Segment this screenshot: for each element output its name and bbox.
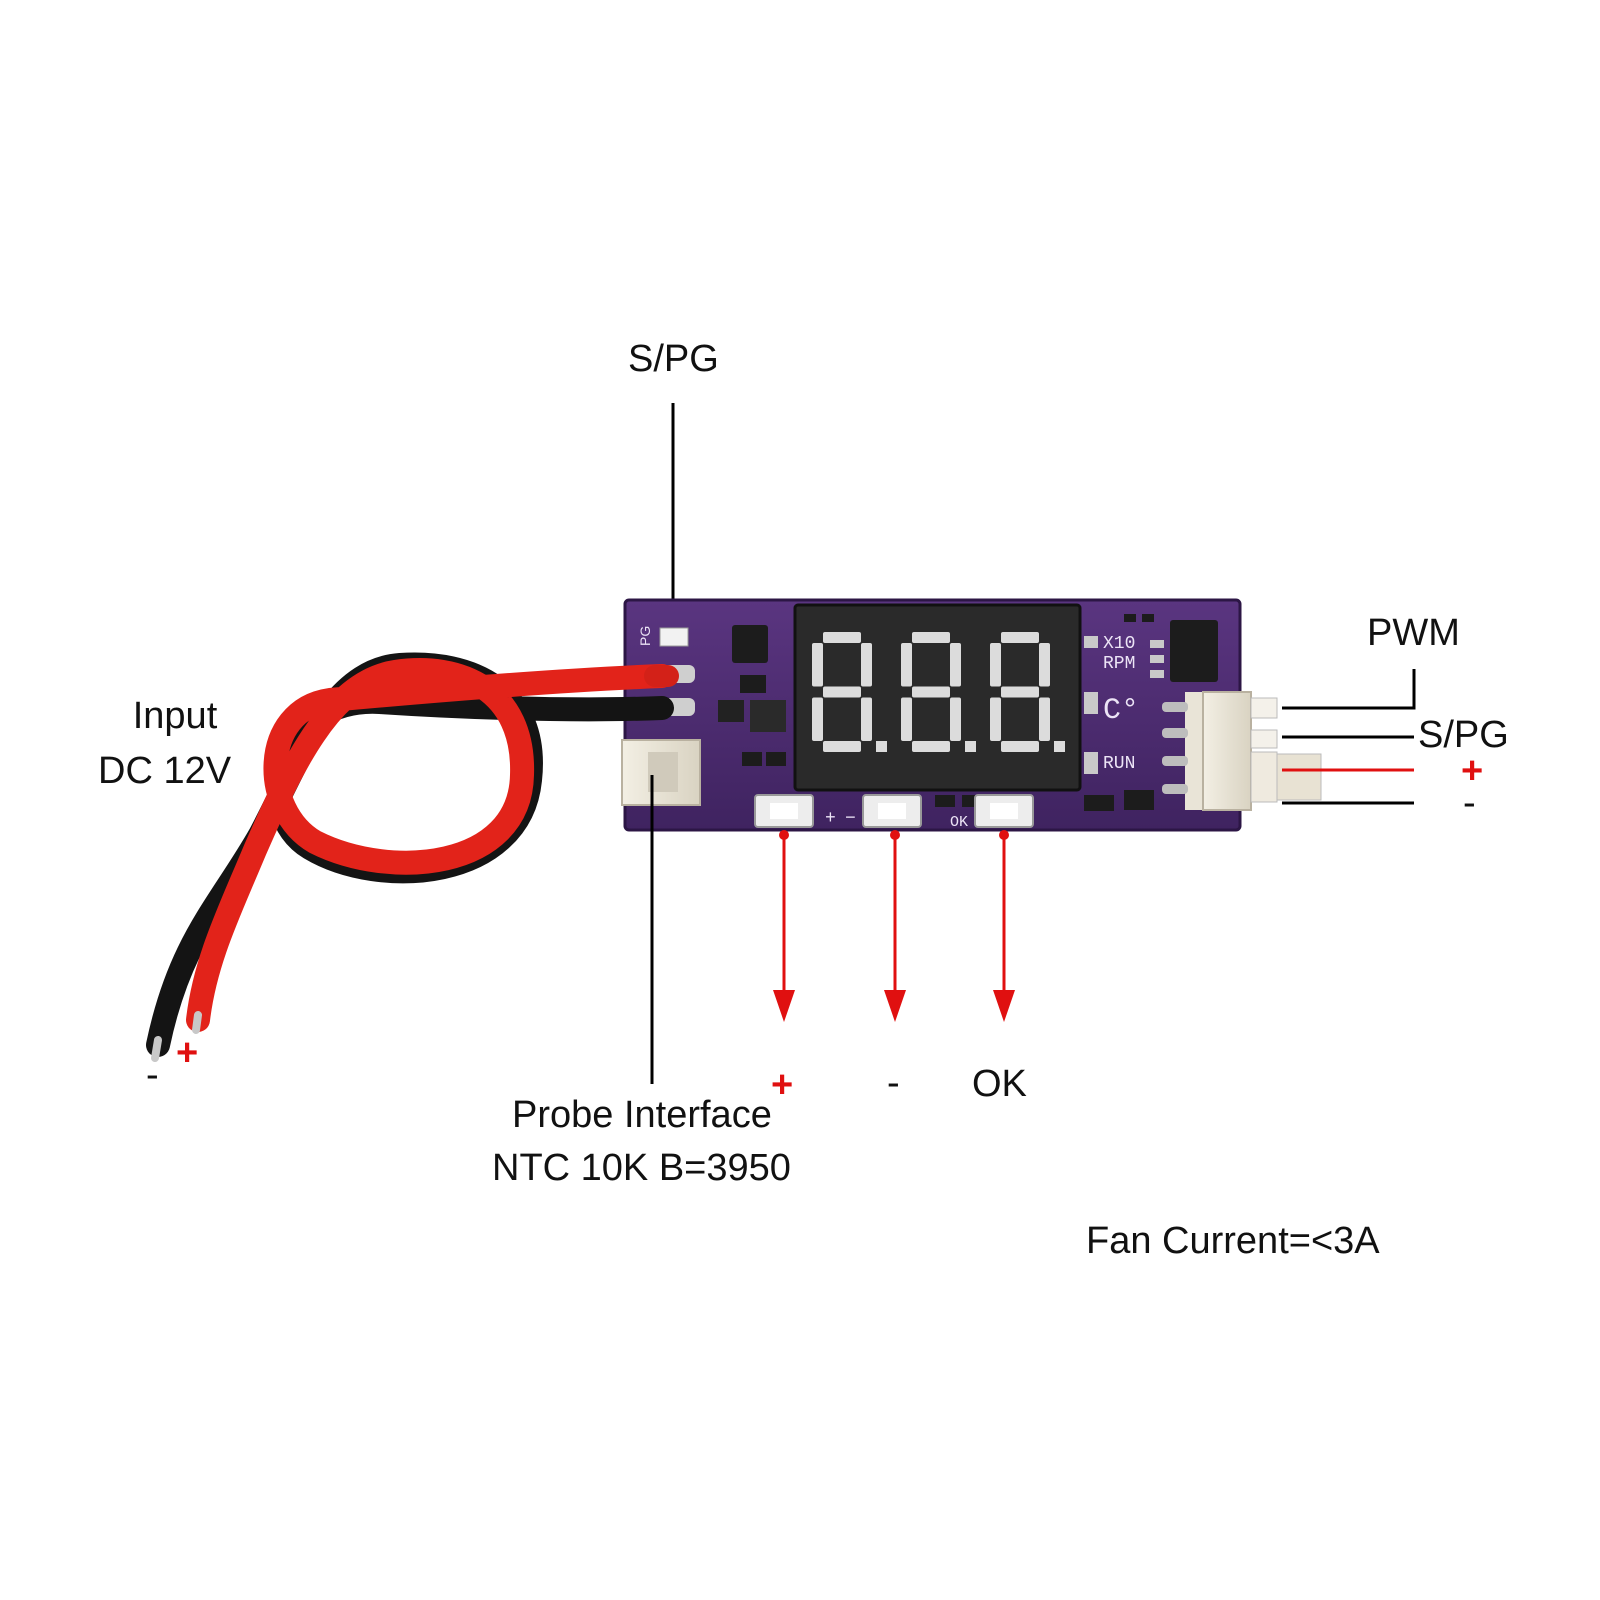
- display-digit: [812, 632, 887, 752]
- display-segment: [812, 697, 823, 741]
- display-segment: [950, 643, 961, 687]
- label-spg-right: S/PG: [1418, 714, 1509, 756]
- display-decimal-point: [965, 741, 976, 752]
- display-segment: [950, 697, 961, 741]
- display-segment: [1039, 643, 1050, 687]
- pwm-leader: [1282, 669, 1416, 710]
- display-segment: [823, 741, 861, 752]
- button-arrows: [773, 830, 1015, 1022]
- display-segment: [823, 686, 861, 698]
- display-digits: [812, 632, 1065, 752]
- label-fan-minus: -: [1463, 782, 1476, 824]
- fan-connector: [1162, 691, 1322, 811]
- display-segment: [912, 632, 950, 643]
- label-button-minus: -: [887, 1062, 900, 1104]
- label-pwm: PWM: [1367, 612, 1460, 654]
- display-decimal-point: [1054, 741, 1065, 752]
- silk-celsius: C°: [1103, 694, 1139, 728]
- display-segment: [912, 741, 950, 752]
- display-segment: [901, 697, 912, 741]
- display-segment: [823, 632, 861, 643]
- smd-components: [718, 614, 1218, 811]
- display-segment: [901, 643, 912, 687]
- label-spg-top: S/PG: [628, 338, 719, 380]
- display-digit: [990, 632, 1065, 752]
- display-decimal-point: [876, 741, 887, 752]
- silk-x10: X10: [1103, 634, 1135, 654]
- label-fan-current: Fan Current=<3A: [1086, 1220, 1380, 1262]
- display-segment: [1001, 632, 1039, 643]
- label-input-voltage: DC 12V: [98, 750, 232, 792]
- label-fan-plus: +: [1461, 750, 1484, 792]
- silk-rpm: RPM: [1103, 654, 1135, 674]
- label-input: Input: [132, 695, 218, 737]
- display-segment: [990, 697, 1001, 741]
- display-segment: [1039, 697, 1050, 741]
- svg-text:OK: OK: [950, 814, 968, 831]
- display-segment: [1001, 741, 1039, 752]
- display-segment: [861, 697, 872, 741]
- silk-run: RUN: [1103, 754, 1135, 774]
- svg-text:PG: PG: [637, 626, 653, 646]
- display-digit: [901, 632, 976, 752]
- fan-wire-leaders: [1282, 669, 1416, 805]
- svg-text:+: +: [825, 809, 836, 829]
- tactile-buttons: [754, 794, 1034, 828]
- label-wire-plus: +: [176, 1032, 199, 1074]
- label-probe-spec: NTC 10K B=3950: [492, 1147, 791, 1189]
- display-segment: [1001, 686, 1039, 698]
- display-segment: [990, 643, 1001, 687]
- pg-pad: [659, 627, 689, 647]
- display-segment: [912, 686, 950, 698]
- display-segment: [861, 643, 872, 687]
- label-button-plus: +: [771, 1064, 794, 1106]
- label-wire-minus: -: [146, 1054, 159, 1096]
- power-wires: [146, 652, 679, 1062]
- label-probe-interface: Probe Interface: [512, 1094, 772, 1136]
- svg-text:−: −: [845, 809, 856, 829]
- display-segment: [812, 643, 823, 687]
- label-button-ok: OK: [972, 1063, 1027, 1105]
